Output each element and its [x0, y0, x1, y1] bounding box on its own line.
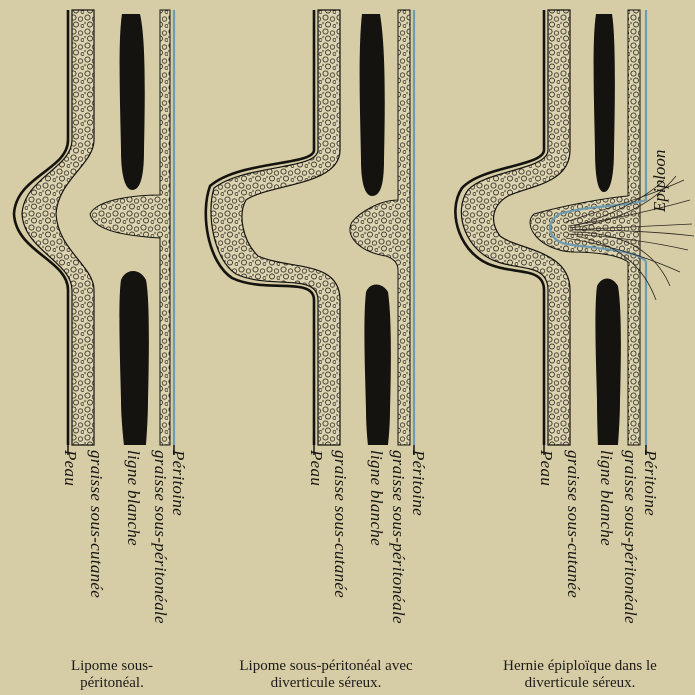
panel-3-ligne-blanche-upper: [594, 14, 615, 192]
panel-3-hernie-epiploique: [455, 10, 694, 455]
panel-1-label-ligne-blanche: ligne blanche: [125, 450, 142, 546]
panel-2-label-graisse-sous-peritoneale: graisse sous-péritonéale: [390, 450, 407, 624]
panel-2-label-ligne-blanche: ligne blanche: [368, 450, 385, 546]
panel-3-label-ligne-blanche: ligne blanche: [598, 450, 615, 546]
panel-1-label-peritoine: Péritoine: [170, 450, 187, 516]
panel-2-label-peau: Peau: [308, 450, 325, 486]
panel-2-graisse-sous-cutanee: [211, 10, 340, 445]
panel-3-label-peau: Peau: [538, 450, 555, 486]
panel-1-label-graisse-sous-peritoneale: graisse sous-péritonéale: [152, 450, 169, 624]
panel-3-label-peritoine: Péritoine: [642, 450, 659, 516]
panel-1-label-peau: Peau: [62, 450, 79, 486]
panel-2-lipome-diverticule: [206, 10, 414, 455]
panel-3-label-epiploon: Epiploon: [650, 150, 670, 212]
panel-3-caption-line-2: diverticule séreux.: [470, 675, 690, 692]
panel-1-ligne-blanche-upper: [120, 14, 145, 190]
panel-2-ligne-blanche-upper: [360, 14, 385, 196]
panel-3-caption: Hernie épiploïque dans le diverticule sé…: [470, 658, 690, 692]
panel-1-caption-line-2: péritonéal.: [48, 675, 176, 692]
panel-2-label-graisse-sous-cutanee: graisse sous-cutanée: [332, 450, 349, 598]
panel-1-ligne-blanche-lower: [119, 271, 148, 445]
panel-2-caption-line-2: diverticule séreux.: [206, 675, 446, 692]
panel-1-lipome-sous-peritoneal: [14, 10, 174, 455]
panel-2-ligne-blanche-lower: [364, 285, 390, 446]
panel-2-caption: Lipome sous-péritonéal avec diverticule …: [206, 658, 446, 692]
panel-2-label-peritoine: Péritoine: [410, 450, 427, 516]
panel-1-graisse-sous-cutanee: [22, 10, 94, 445]
panel-3-label-graisse-sous-peritoneale: graisse sous-péritonéale: [622, 450, 639, 624]
panel-3-caption-line-1: Hernie épiploïque dans le: [470, 658, 690, 675]
panel-3-label-graisse-sous-cutanee: graisse sous-cutanée: [565, 450, 582, 598]
panel-1-label-graisse-sous-cutanee: graisse sous-cutanée: [88, 450, 105, 598]
panel-3-ligne-blanche-lower: [595, 279, 620, 446]
panel-2-caption-line-1: Lipome sous-péritonéal avec: [206, 658, 446, 675]
panel-1-caption: Lipome sous- péritonéal.: [48, 658, 176, 692]
panel-1-caption-line-1: Lipome sous-: [48, 658, 176, 675]
